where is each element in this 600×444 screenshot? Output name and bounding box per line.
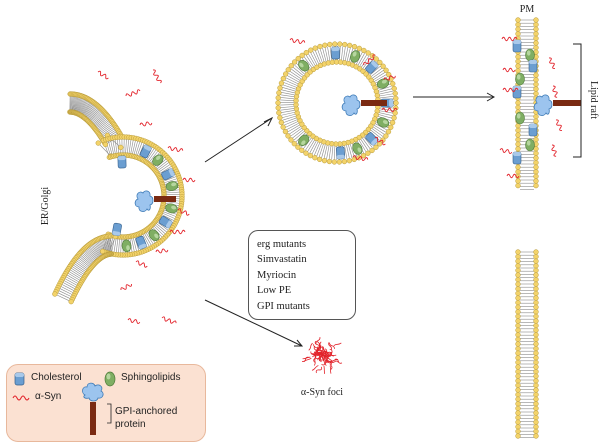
arrow-er-to-vesicle — [204, 117, 273, 163]
asyn-molecule — [127, 318, 141, 324]
cholesterol-icon — [528, 123, 538, 137]
cholesterol-icon — [161, 168, 175, 181]
cholesterol-icon — [335, 146, 346, 160]
gpi-bracket — [107, 403, 112, 424]
gpi-protein-icon — [82, 382, 104, 435]
sphingolipid-icon — [148, 229, 160, 241]
legend-symbols — [12, 371, 116, 435]
cholesterol-icon — [512, 151, 522, 165]
sphingolipid-icon — [525, 48, 535, 62]
legend-asyn-label: α-Syn — [35, 391, 62, 402]
condition-myriocin: Myriocin — [257, 269, 297, 281]
sphingolipid-icon — [515, 111, 525, 125]
plasma-membrane-without-raft — [515, 249, 539, 439]
asyn-molecule — [352, 155, 369, 161]
condition-low-pe: Low PE — [257, 285, 292, 297]
arrows — [204, 92, 496, 347]
gpi-anchored-protein — [341, 94, 387, 116]
sphingolipid-icon — [121, 239, 132, 253]
arrowhead-to-foci — [294, 339, 304, 347]
sphingolipid-icon — [152, 154, 164, 166]
cholesterol-icon — [135, 235, 147, 250]
legend: Cholesterol Sphingolipids α-Syn GPI-anch… — [6, 364, 206, 442]
asyn-molecule — [374, 136, 386, 146]
cholesterol-icon — [111, 222, 122, 237]
asyn-molecule — [120, 283, 132, 291]
cholesterol-icon — [117, 155, 127, 169]
er-golgi-membrane — [52, 91, 185, 305]
asyn-molecule — [502, 67, 516, 73]
asyn-molecule — [125, 89, 141, 97]
legend-gpi-label-2: protein — [115, 419, 146, 430]
asyn-molecule — [506, 173, 520, 179]
asyn-foci-label: α-Syn foci — [301, 387, 343, 398]
asyn-molecule — [548, 57, 556, 69]
cholesterol-icon — [139, 144, 152, 159]
cholesterol-icon — [512, 39, 522, 53]
asyn-molecule — [499, 148, 513, 154]
legend-gpi-label-1: GPI-anchored — [115, 406, 178, 417]
cholesterol-icon — [14, 372, 25, 386]
sphingolipid-icon — [298, 134, 310, 146]
arrow-to-foci — [204, 299, 303, 347]
asyn-foci-cluster — [301, 337, 343, 374]
asyn-molecule — [177, 208, 190, 216]
cholesterol-icon — [512, 85, 522, 99]
sphingolipid-icon — [376, 78, 390, 89]
sphingolipid-icon — [165, 203, 178, 214]
asyn-molecule — [155, 248, 169, 254]
lipid-raft-label: Lipid raft — [588, 81, 599, 119]
arrowhead-vesicle-to-pm — [486, 92, 496, 102]
asyn-molecule — [551, 144, 557, 157]
cholesterol-icon — [158, 216, 173, 229]
asyn-molecule — [169, 229, 186, 235]
asyn-molecule — [501, 36, 518, 42]
sphingolipid-icon — [350, 50, 361, 63]
asyn-molecule — [167, 146, 184, 152]
condition-gpi-mutants: GPI mutants — [257, 300, 310, 312]
cholesterol-icon — [331, 46, 340, 60]
asyn-molecule — [135, 260, 148, 268]
asyn-molecule — [555, 119, 563, 131]
asyn-molecule — [552, 85, 558, 98]
arrowhead-er-to-vesicle — [263, 116, 274, 127]
asyn-molecule — [182, 177, 196, 183]
conditions-box: erg mutants Simvastatin Myriocin Low PE … — [248, 230, 356, 320]
asyn-molecule — [363, 54, 376, 66]
lipid-raft-bracket — [573, 43, 582, 158]
asyn-molecule — [139, 121, 153, 127]
er-golgi-label: ER/Golgi — [40, 187, 51, 226]
sphingolipid-icon — [298, 60, 310, 72]
sphingolipid-icon — [376, 117, 390, 128]
asyn-molecule — [161, 316, 177, 324]
asyn-molecule — [383, 75, 396, 81]
sphingolipid-icon — [525, 138, 535, 152]
cholesterol-icon — [528, 59, 538, 73]
condition-simvastatin: Simvastatin — [257, 254, 307, 266]
asyn-molecules — [97, 36, 563, 324]
asyn-molecule — [97, 70, 109, 80]
asyn-molecule — [152, 69, 162, 84]
sphingolipid-icon — [515, 72, 525, 86]
legend-sphingolipids-label: Sphingolipids — [121, 372, 181, 383]
gpi-anchored-protein — [533, 94, 581, 116]
sphingolipid-icon — [352, 142, 363, 155]
condition-erg-mutants: erg mutants — [257, 239, 307, 250]
gpi-anchored-protein — [134, 190, 176, 212]
cholesterol-icon — [365, 60, 379, 74]
asyn-molecule — [502, 87, 519, 93]
cholesterol-icon — [365, 132, 379, 146]
sphingolipid-icon — [165, 181, 179, 191]
plasma-membrane-with-raft — [512, 17, 581, 190]
legend-cholesterol-label: Cholesterol — [31, 372, 82, 383]
pm-label: PM — [520, 4, 535, 15]
sphingolipid-icon — [104, 371, 116, 387]
asyn-molecule — [289, 38, 306, 44]
asyn-molecule — [381, 107, 398, 113]
transport-vesicle — [275, 41, 399, 165]
asyn-icon — [12, 395, 30, 401]
